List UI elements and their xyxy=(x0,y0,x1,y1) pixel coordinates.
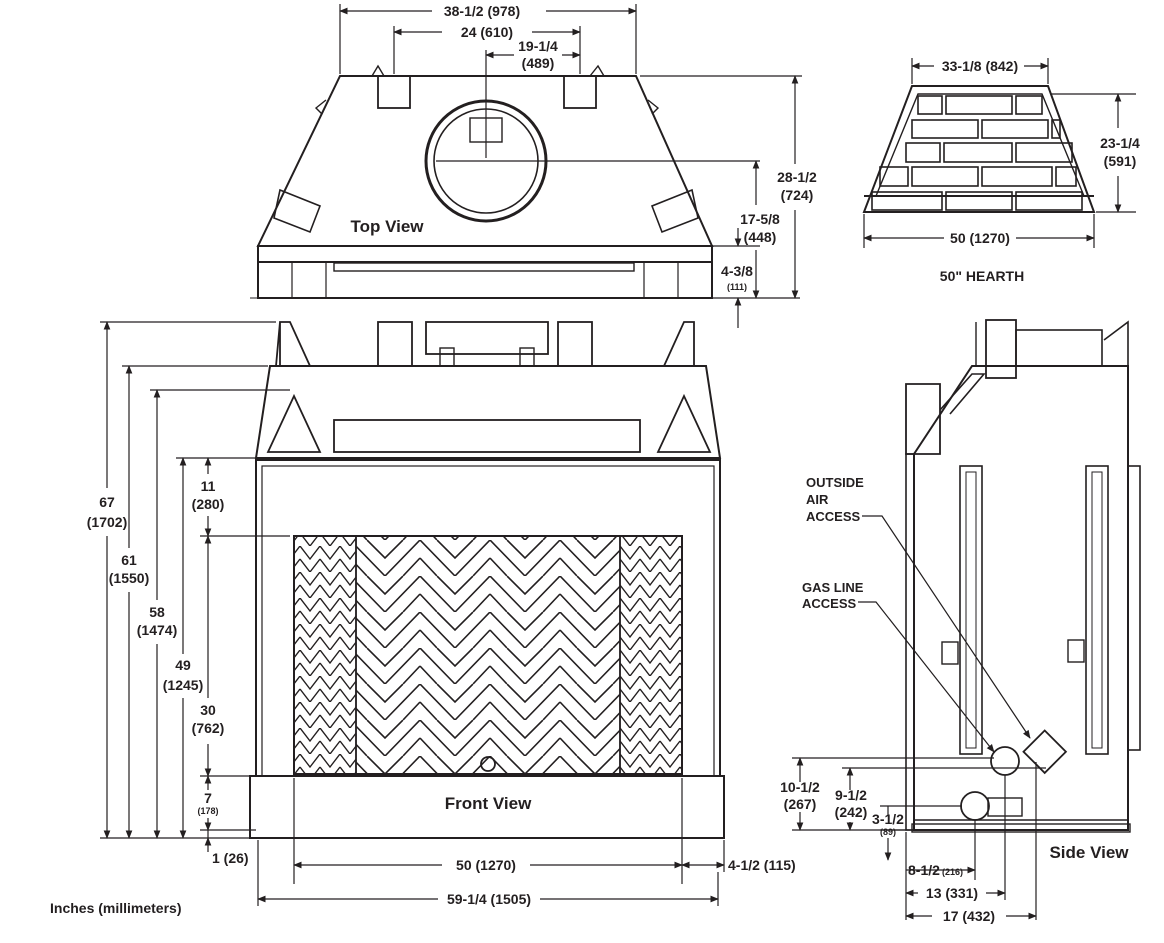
dim-h7-a: 7 xyxy=(204,790,212,806)
dim-side-8-sub: (216) xyxy=(942,867,963,877)
top-view-label: Top View xyxy=(350,217,424,236)
dim-hearth-h-a: 23-1/4 xyxy=(1100,135,1140,151)
dim-top-28-a: 28-1/2 xyxy=(777,169,817,185)
dim-h67-a: 67 xyxy=(99,494,115,510)
dim-front-4: 4-1/2 (115) xyxy=(728,857,796,873)
outside-air-line-2: AIR xyxy=(806,492,829,507)
top-view xyxy=(250,64,720,299)
dim-h11-a: 11 xyxy=(201,478,216,494)
gas-line-line-2: ACCESS xyxy=(802,596,857,611)
gas-line-line-1: GAS LINE xyxy=(802,580,864,595)
hearth-label: 50" HEARTH xyxy=(940,268,1024,284)
hearth-view xyxy=(862,85,1096,213)
dim-h7-b: (178) xyxy=(197,806,218,816)
dim-hearth-w: 50 (1270) xyxy=(950,230,1010,246)
dim-top-17-a: 17-5/8 xyxy=(740,211,780,227)
hearth-dimensions xyxy=(863,58,1136,248)
dim-h49-a: 49 xyxy=(175,657,191,673)
dim-hearth-top: 33-1/8 (842) xyxy=(942,58,1018,74)
dim-top-19-b: (489) xyxy=(522,55,555,71)
dim-front-50: 50 (1270) xyxy=(456,857,516,873)
dim-h1: 1 (26) xyxy=(212,850,249,866)
front-view-label: Front View xyxy=(445,794,532,813)
dim-side-13: 13 (331) xyxy=(926,885,978,901)
dim-side-17: 17 (432) xyxy=(943,908,995,924)
dim-top-19-a: 19-1/4 xyxy=(518,38,558,54)
dim-h30-a: 30 xyxy=(200,702,216,718)
dim-h58-b: (1474) xyxy=(137,622,177,638)
dim-h67-b: (1702) xyxy=(87,514,127,530)
dim-h30-b: (762) xyxy=(192,720,225,736)
dim-top-28-b: (724) xyxy=(781,187,814,203)
units-note: Inches (millimeters) xyxy=(50,900,182,916)
dim-top-width: 38-1/2 (978) xyxy=(444,3,520,19)
dim-top-4-a: 4-3/8 xyxy=(721,263,753,279)
dim-hearth-h-b: (591) xyxy=(1104,153,1137,169)
dim-h49-b: (1245) xyxy=(163,677,203,693)
dim-h11-b: (280) xyxy=(192,496,225,512)
dim-front-59: 59-1/4 (1505) xyxy=(447,891,531,907)
dim-side-10-a: 10-1/2 xyxy=(780,779,820,795)
outside-air-line-3: ACCESS xyxy=(806,509,861,524)
dim-h61-b: (1550) xyxy=(109,570,149,586)
dim-top-24: 24 (610) xyxy=(461,24,513,40)
front-view xyxy=(249,321,725,839)
dim-side-3-a: 3-1/2 xyxy=(872,811,904,827)
dim-side-9-a: 9-1/2 xyxy=(835,787,867,803)
side-view-label: Side View xyxy=(1049,843,1129,862)
dim-side-10-b: (267) xyxy=(784,796,817,812)
dim-side-8-main: 8-1/2 xyxy=(908,862,940,878)
side-view xyxy=(905,319,1141,833)
top-view-dimensions xyxy=(339,4,802,328)
dim-side-9-b: (242) xyxy=(835,804,868,820)
front-view-dimensions xyxy=(100,321,725,906)
dim-top-4-b: (111) xyxy=(727,282,747,292)
outside-air-line-1: OUTSIDE xyxy=(806,475,864,490)
dim-side-3-b: (89) xyxy=(880,827,896,837)
side-view-dimensions xyxy=(792,515,1046,920)
dim-h58-a: 58 xyxy=(149,604,165,620)
dim-top-17-b: (448) xyxy=(744,229,777,245)
dim-h61-a: 61 xyxy=(121,552,137,568)
